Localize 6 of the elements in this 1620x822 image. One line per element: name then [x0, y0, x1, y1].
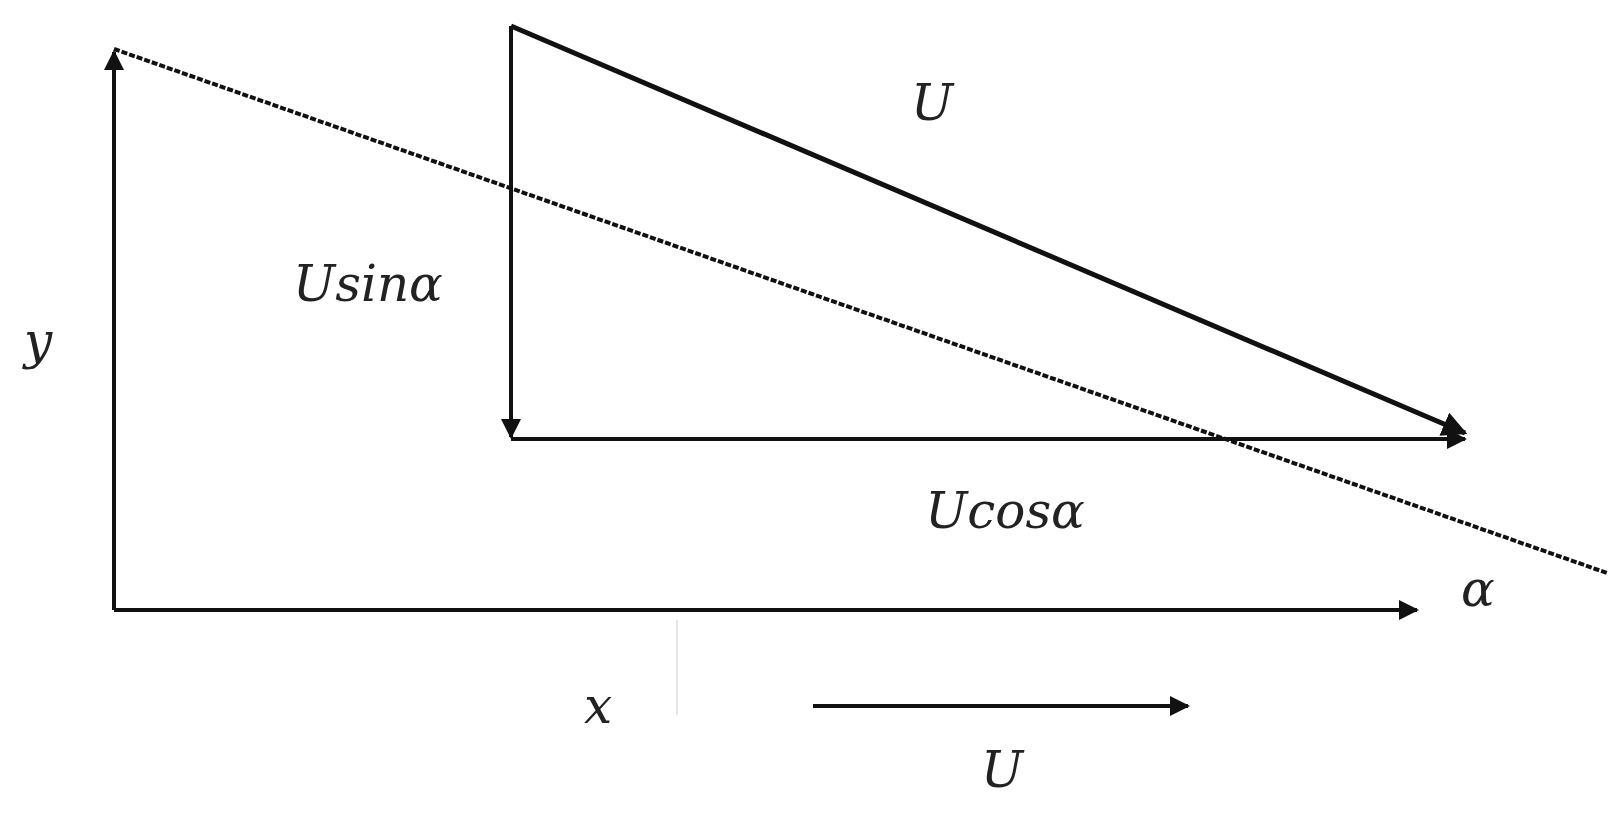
- vector-label: Usinα: [293, 259, 443, 309]
- vector-label: U: [910, 78, 954, 128]
- angle-label: α: [1461, 564, 1495, 614]
- axis-label: x: [583, 681, 613, 731]
- vector-label: U: [980, 745, 1024, 795]
- vector-label: Ucosα: [925, 486, 1085, 536]
